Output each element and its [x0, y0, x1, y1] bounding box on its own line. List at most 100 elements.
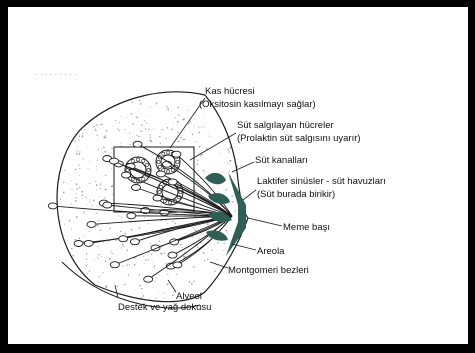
stipple-dot — [173, 123, 174, 124]
stipple-dot — [63, 182, 64, 183]
stipple-dot — [84, 129, 85, 130]
stipple-dot — [121, 247, 122, 248]
stipple-dot — [111, 168, 112, 169]
stipple-dot — [131, 113, 132, 114]
stipple-dot — [83, 235, 84, 236]
stipple-dot — [199, 146, 201, 148]
stipple-dot — [79, 175, 80, 176]
stipple-dot — [88, 125, 89, 126]
stipple-dot — [175, 223, 176, 224]
stipple-dot — [82, 133, 83, 134]
stipple-dot — [132, 102, 133, 103]
stipple-dot — [141, 288, 142, 289]
lobule — [74, 241, 83, 247]
secretory-cell — [146, 163, 149, 166]
stipple-dot — [184, 139, 185, 140]
label-areola: Areola — [257, 246, 284, 257]
stipple-dot — [76, 193, 77, 194]
stipple-dot — [79, 135, 80, 136]
stipple-dot — [206, 233, 207, 234]
stipple-dot — [64, 170, 65, 171]
stipple-dot — [223, 243, 224, 244]
lobule — [130, 239, 139, 245]
stipple-dot — [82, 135, 83, 136]
stipple-dot — [121, 142, 122, 143]
stipple-dot — [76, 216, 78, 218]
stipple-dot — [134, 264, 136, 266]
stipple-dot — [155, 297, 156, 298]
stipple-dot — [204, 260, 205, 261]
stipple-dot — [76, 153, 78, 155]
stipple-dot — [82, 165, 83, 166]
stipple-dot — [67, 183, 68, 184]
stipple-dot — [71, 189, 72, 190]
stipple-dot — [154, 265, 156, 267]
lobule — [172, 151, 181, 157]
stipple-dot — [138, 244, 139, 245]
stipple-dot — [208, 188, 209, 189]
stipple-dot — [84, 212, 85, 213]
stipple-dot — [167, 108, 168, 109]
stipple-dot — [165, 138, 166, 139]
stipple-dot — [106, 197, 107, 198]
stipple-dot — [198, 206, 199, 207]
stipple-dot — [230, 164, 231, 165]
stipple-dot — [197, 245, 198, 246]
stipple-dot — [176, 274, 177, 275]
stipple-dot — [82, 136, 83, 137]
stipple-dot — [165, 220, 166, 221]
stipple-dot — [72, 255, 74, 257]
stipple-dot — [76, 197, 77, 198]
stipple-dot — [181, 247, 182, 248]
stipple-dot — [97, 246, 98, 247]
stipple-dot — [122, 244, 124, 246]
stipple-dot — [74, 140, 75, 141]
stipple-dot — [97, 225, 99, 227]
stipple-dot — [182, 135, 183, 136]
label-alveol: Alveol — [176, 291, 202, 302]
lobule — [173, 262, 182, 268]
stipple-dot — [122, 265, 123, 266]
stipple-dot — [156, 277, 157, 278]
stipple-dot — [124, 233, 126, 235]
stipple-dot — [194, 119, 195, 120]
stipple-dot — [71, 180, 72, 181]
stipple-dot — [105, 135, 107, 137]
stipple-dot — [89, 160, 90, 161]
stipple-dot — [198, 152, 199, 153]
stipple-dot — [160, 253, 162, 255]
stipple-dot — [149, 134, 150, 135]
stipple-dot — [109, 228, 110, 229]
stipple-dot — [97, 160, 98, 161]
stipple-dot — [144, 217, 145, 218]
label-sut-kanallari: Süt kanalları — [255, 155, 308, 166]
stipple-dot — [99, 276, 100, 277]
label-oksitosin: (Oksitosin kasılmayı sağlar) — [199, 99, 316, 110]
lobule — [163, 161, 172, 167]
stipple-dot — [93, 126, 94, 127]
stipple-dot — [131, 245, 132, 246]
stipple-dot — [190, 132, 191, 133]
secretory-cell — [166, 151, 169, 154]
stipple-dot — [194, 125, 195, 126]
stipple-dot — [183, 139, 184, 140]
stipple-dot — [105, 260, 107, 262]
lobule — [103, 202, 112, 208]
stipple-dot — [98, 254, 99, 255]
stipple-dot — [231, 195, 233, 197]
stipple-dot — [129, 133, 130, 134]
stipple-dot — [132, 123, 134, 125]
stipple-dot — [86, 253, 87, 254]
stipple-dot — [112, 194, 113, 195]
stipple-dot — [201, 154, 203, 156]
stipple-dot — [131, 229, 132, 230]
stipple-dot — [178, 115, 179, 116]
stipple-dot — [118, 215, 119, 216]
stipple-dot — [183, 256, 185, 258]
label-laktifer: Laktifer sinüsler - süt havuzları — [257, 176, 386, 187]
stipple-dot — [193, 266, 194, 267]
stipple-dot — [148, 252, 149, 253]
stipple-dot — [172, 221, 173, 222]
lobule — [132, 185, 141, 191]
